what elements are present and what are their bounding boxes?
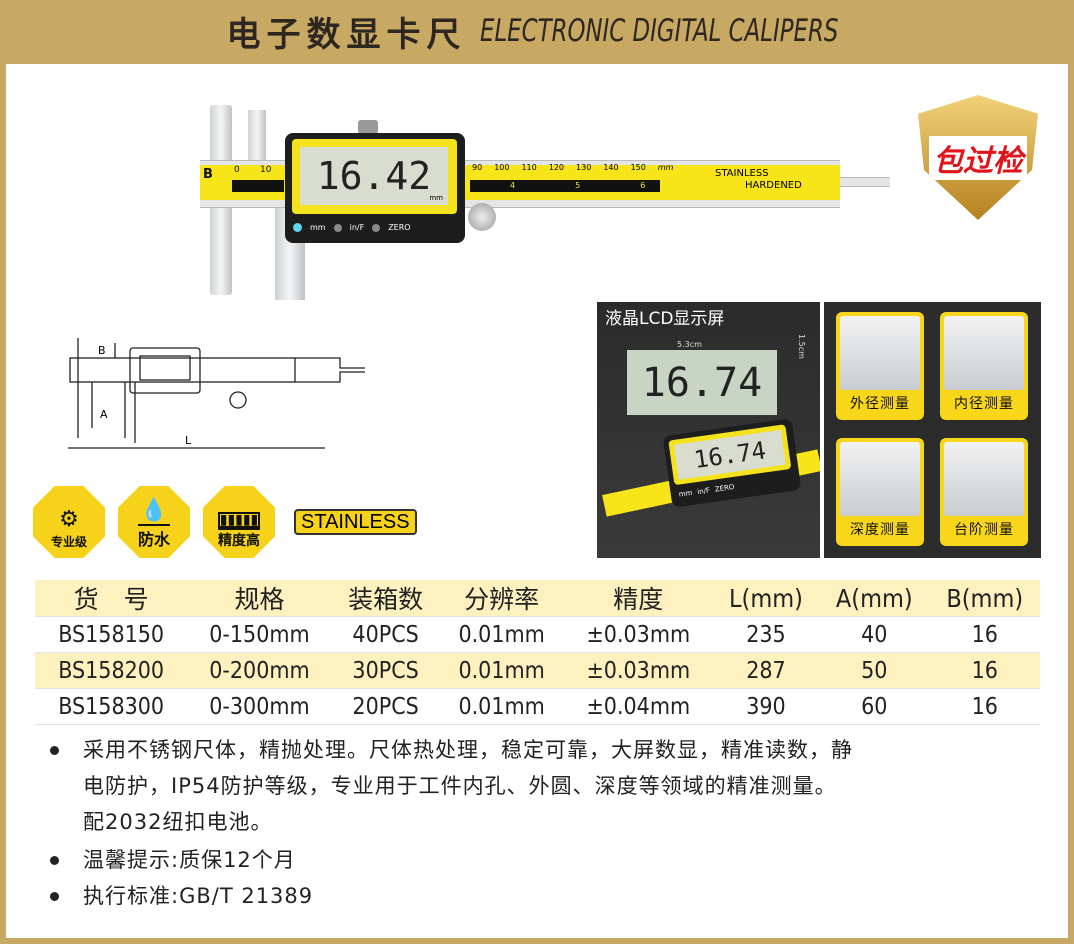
lcd-enlarged-reading: 16.74 [627, 350, 777, 415]
measure-modes-panel: 外径测量 内径测量 深度测量 台阶测量 [824, 302, 1041, 558]
note-features: 采用不锈钢尺体，精抛处理。尺体热处理，稳定可靠，大屏数显，精准读数，静电防护，I… [50, 732, 853, 840]
label-a: A [100, 408, 108, 421]
power-button [293, 223, 302, 232]
note-standard: 执行标准:GB/T 21389 [50, 878, 313, 914]
title-cn: 电子数显卡尺 [226, 14, 467, 55]
thumb-wheel [358, 120, 378, 134]
stainless-tag: STAINLESS [294, 509, 417, 535]
ruler-icon: ▮▮▮▮▮ [217, 512, 261, 528]
brand-logo: B [203, 167, 213, 182]
thumb-roller [468, 203, 496, 231]
page-header: 电子数显卡尺 ELECTRONIC DIGITAL CALIPERS [0, 0, 1074, 62]
scale-label: 10 [260, 165, 272, 175]
mode-inner: 内径测量 [940, 312, 1028, 420]
magnifier-gear-icon: ⚙ [59, 507, 79, 532]
lcd-reading: 16.42 [300, 147, 448, 205]
mode-step: 台阶测量 [940, 438, 1028, 546]
lcd-panel-title: 液晶LCD显示屏 [605, 309, 725, 329]
feature-waterproof: 💧防水 [118, 486, 190, 558]
title-en: ELECTRONIC DIGITAL CALIPERS [480, 13, 839, 49]
note-warranty: 温馨提示:质保12个月 [50, 842, 296, 878]
water-drops-icon: 💧 [140, 498, 168, 523]
lcd-housing: 16.42 mm mm in/F ZERO [285, 133, 465, 243]
feature-professional: ⚙专业级 [33, 486, 105, 558]
dimension-diagram: B A L [68, 338, 365, 449]
label-l: L [185, 434, 192, 447]
label-b: B [98, 344, 106, 357]
feature-precision: ▮▮▮▮▮精度高 [203, 486, 275, 558]
scale-label: 0 [234, 165, 240, 175]
mode-depth: 深度测量 [836, 438, 924, 546]
mode-outer: 外径测量 [836, 312, 924, 420]
